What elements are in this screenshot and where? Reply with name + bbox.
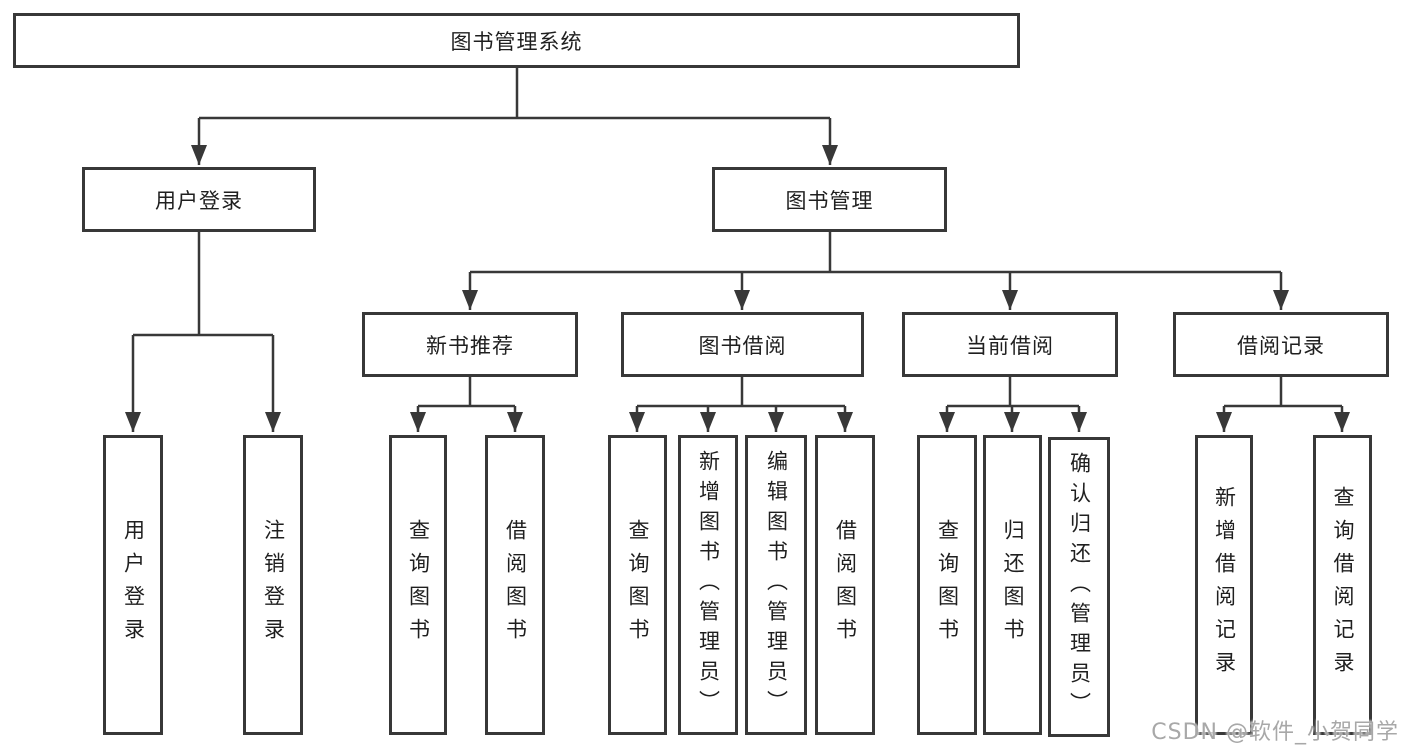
leaf-borrow-books: 借阅图书 (815, 435, 875, 735)
leaf-user-login: 用户登录 (103, 435, 163, 735)
leaf-query-books-recommend: 查询图书 (389, 435, 447, 735)
node-book-borrow: 图书借阅 (621, 312, 864, 377)
node-root: 图书管理系统 (13, 13, 1020, 68)
node-current-borrow: 当前借阅 (902, 312, 1118, 377)
leaf-add-borrow-record: 新增借阅记录 (1195, 435, 1253, 735)
leaf-borrow-books-recommend: 借阅图书 (485, 435, 545, 735)
leaf-query-borrow-record: 查询借阅记录 (1313, 435, 1372, 735)
node-new-book-recommend: 新书推荐 (362, 312, 578, 377)
node-user-login: 用户登录 (82, 167, 316, 232)
leaf-return-books: 归还图书 (983, 435, 1042, 735)
leaf-confirm-return-admin: 确认归还（管理员） (1048, 437, 1110, 737)
leaf-add-books-admin: 新增图书（管理员） (678, 435, 738, 735)
leaf-query-books-current: 查询图书 (917, 435, 977, 735)
leaf-edit-books-admin: 编辑图书（管理员） (745, 435, 807, 735)
node-book-management: 图书管理 (712, 167, 947, 232)
leaf-query-books-borrow: 查询图书 (608, 435, 667, 735)
node-borrow-records: 借阅记录 (1173, 312, 1389, 377)
watermark-text: CSDN @软件_小贺同学 (1151, 720, 1399, 745)
leaf-logout: 注销登录 (243, 435, 303, 735)
